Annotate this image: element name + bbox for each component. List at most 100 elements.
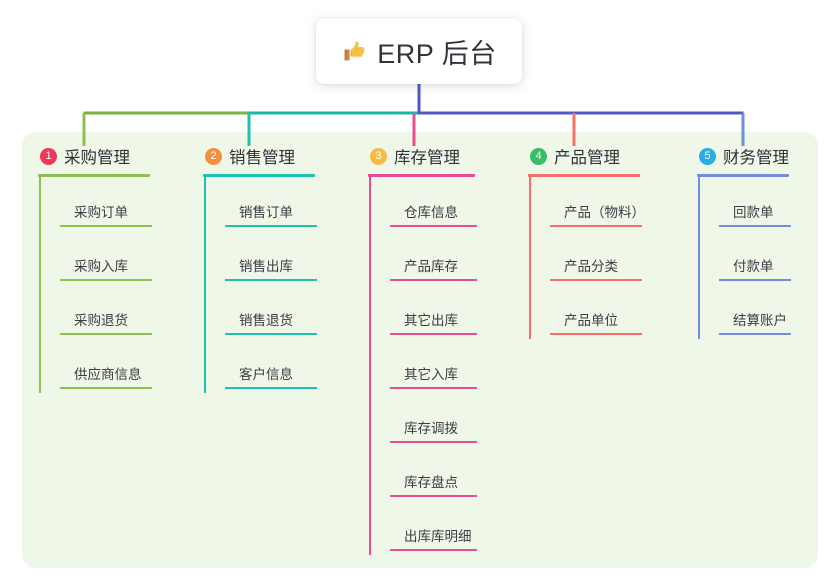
category-spine-line bbox=[369, 176, 371, 555]
menu-item-underline bbox=[719, 278, 791, 281]
root-node-title: ERP 后台 bbox=[377, 38, 497, 69]
menu-item[interactable]: 出库库明细 bbox=[390, 501, 513, 555]
menu-item[interactable]: 客户信息 bbox=[225, 339, 353, 393]
root-node-card[interactable]: ERP 后台 bbox=[316, 18, 522, 84]
menu-item-underline bbox=[225, 278, 317, 281]
menu-item[interactable]: 销售退货 bbox=[225, 285, 353, 339]
menu-item[interactable]: 采购退货 bbox=[60, 285, 188, 339]
category-number-badge: 2 bbox=[205, 147, 222, 165]
category-column-4: 4 产品管理产品（物料） 产品分类产品单位 bbox=[528, 144, 678, 339]
menu-item-underline bbox=[390, 278, 477, 281]
menu-item-underline bbox=[390, 548, 477, 551]
menu-item-label: 产品单位 bbox=[564, 312, 618, 328]
menu-item[interactable]: 仓库信息 bbox=[390, 177, 513, 231]
menu-item-underline bbox=[719, 224, 791, 227]
menu-item-underline bbox=[390, 332, 477, 335]
category-underline bbox=[203, 174, 315, 177]
category-title: 产品管理 bbox=[554, 149, 620, 167]
menu-item-label: 回款单 bbox=[733, 204, 774, 220]
menu-item[interactable]: 采购订单 bbox=[60, 177, 188, 231]
category-underline bbox=[697, 174, 789, 177]
menu-item-underline bbox=[60, 224, 152, 227]
category-item-list: 采购订单采购入库采购退货供应商信息 bbox=[38, 176, 188, 393]
menu-item-label: 产品（物料） bbox=[564, 204, 645, 220]
menu-item-label: 供应商信息 bbox=[74, 366, 142, 382]
menu-item-label: 出库库明细 bbox=[404, 528, 472, 544]
menu-item-underline bbox=[719, 332, 791, 335]
category-item-list: 产品（物料） 产品分类产品单位 bbox=[528, 176, 678, 339]
menu-item[interactable]: 产品库存 bbox=[390, 231, 513, 285]
menu-item[interactable]: 付款单 bbox=[719, 231, 827, 285]
category-item-list: 仓库信息产品库存其它出库其它入库库存调拨库存盘点出库库明细 bbox=[368, 176, 513, 555]
menu-item-label: 其它出库 bbox=[404, 312, 458, 328]
category-item-list: 销售订单销售出库销售退货客户信息 bbox=[203, 176, 353, 393]
menu-item-underline bbox=[225, 224, 317, 227]
menu-item[interactable]: 其它出库 bbox=[390, 285, 513, 339]
menu-item-label: 采购订单 bbox=[74, 204, 128, 220]
thumbs-up-icon bbox=[344, 41, 365, 61]
category-title: 采购管理 bbox=[64, 149, 130, 167]
category-header-1[interactable]: 1 采购管理 bbox=[38, 144, 188, 168]
menu-item-label: 仓库信息 bbox=[404, 204, 458, 220]
menu-item-label: 销售订单 bbox=[239, 204, 293, 220]
category-column-5: 5 财务管理回款单付款单结算账户 bbox=[697, 144, 827, 339]
menu-item[interactable]: 产品分类 bbox=[550, 231, 678, 285]
category-title: 财务管理 bbox=[723, 149, 789, 167]
category-header-3[interactable]: 3 库存管理 bbox=[368, 144, 513, 168]
menu-item[interactable]: 其它入库 bbox=[390, 339, 513, 393]
menu-item[interactable]: 产品（物料） bbox=[550, 177, 678, 231]
menu-item[interactable]: 库存调拨 bbox=[390, 393, 513, 447]
menu-item-underline bbox=[550, 278, 642, 281]
menu-item-label: 采购入库 bbox=[74, 258, 128, 274]
menu-item-underline bbox=[60, 386, 152, 389]
menu-item-label: 采购退货 bbox=[74, 312, 128, 328]
category-header-5[interactable]: 5 财务管理 bbox=[697, 144, 827, 168]
menu-item-label: 销售退货 bbox=[239, 312, 293, 328]
category-header-4[interactable]: 4 产品管理 bbox=[528, 144, 678, 168]
category-spine-line bbox=[529, 176, 531, 339]
category-underline bbox=[528, 174, 640, 177]
category-title: 销售管理 bbox=[229, 149, 295, 167]
menu-item[interactable]: 销售出库 bbox=[225, 231, 353, 285]
menu-item[interactable]: 回款单 bbox=[719, 177, 827, 231]
category-header-2[interactable]: 2 销售管理 bbox=[203, 144, 353, 168]
menu-item-underline bbox=[390, 386, 477, 389]
menu-item-label: 库存调拨 bbox=[404, 420, 458, 436]
category-underline bbox=[368, 174, 475, 177]
menu-item[interactable]: 采购入库 bbox=[60, 231, 188, 285]
category-column-1: 1 采购管理采购订单采购入库采购退货供应商信息 bbox=[38, 144, 188, 393]
menu-item-underline bbox=[225, 386, 317, 389]
menu-item-underline bbox=[550, 224, 642, 227]
category-number-badge: 5 bbox=[699, 147, 716, 165]
menu-item-label: 结算账户 bbox=[733, 312, 787, 328]
menu-item[interactable]: 结算账户 bbox=[719, 285, 827, 339]
menu-item[interactable]: 销售订单 bbox=[225, 177, 353, 231]
menu-item[interactable]: 供应商信息 bbox=[60, 339, 188, 393]
menu-item-underline bbox=[390, 494, 477, 497]
category-underline bbox=[38, 174, 150, 177]
menu-item-label: 产品分类 bbox=[564, 258, 618, 274]
menu-item-label: 客户信息 bbox=[239, 366, 293, 382]
menu-item-underline bbox=[390, 224, 477, 227]
category-column-2: 2 销售管理销售订单销售出库销售退货客户信息 bbox=[203, 144, 353, 393]
menu-item[interactable]: 产品单位 bbox=[550, 285, 678, 339]
menu-item-label: 其它入库 bbox=[404, 366, 458, 382]
menu-item-underline bbox=[225, 332, 317, 335]
menu-item[interactable]: 库存盘点 bbox=[390, 447, 513, 501]
menu-item-label: 库存盘点 bbox=[404, 474, 458, 490]
category-column-3: 3 库存管理仓库信息产品库存其它出库其它入库库存调拨库存盘点出库库明细 bbox=[368, 144, 513, 555]
category-number-badge: 1 bbox=[40, 147, 57, 165]
menu-item-label: 付款单 bbox=[733, 258, 774, 274]
category-spine-line bbox=[39, 176, 41, 393]
menu-item-label: 产品库存 bbox=[404, 258, 458, 274]
menu-item-underline bbox=[550, 332, 642, 335]
category-number-badge: 3 bbox=[370, 147, 387, 165]
category-title: 库存管理 bbox=[394, 149, 460, 167]
category-spine-line bbox=[204, 176, 206, 393]
category-number-badge: 4 bbox=[530, 147, 547, 165]
menu-item-underline bbox=[390, 440, 477, 443]
category-spine-line bbox=[698, 176, 700, 339]
menu-item-underline bbox=[60, 332, 152, 335]
category-item-list: 回款单付款单结算账户 bbox=[697, 176, 827, 339]
